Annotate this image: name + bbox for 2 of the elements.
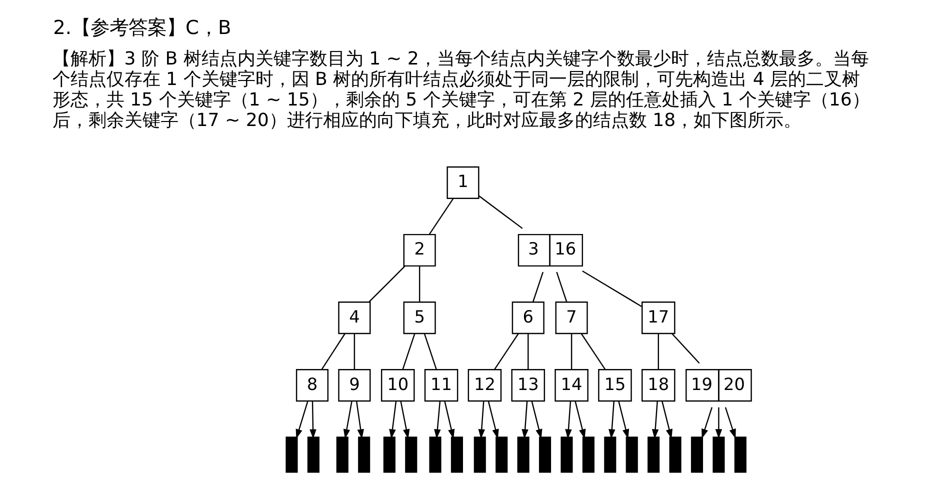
label: 【解析】3 阶 B 树结点内关键字数目为 1 ~ 2，当每个结点内关键字个数最少时，结点总数最多。当每个结点仅存在 1 个关键字时，因 B 树的所有叶结点必须处于同一层的限制，可先构造出 4 层的二叉树形态，共 15 个关键字（1 ~ 15），剩余的 5 个关键字，可在第 2 层的任意处插入 1 个关键字（16）后，剩余关键字（17 ~ 20）进行相应的向下填充，此时对应最多的结点数 18，如下图所示。 — [52, 48, 870, 130]
diagram-title: 2.【参考答案】C，B — [53, 16, 232, 39]
